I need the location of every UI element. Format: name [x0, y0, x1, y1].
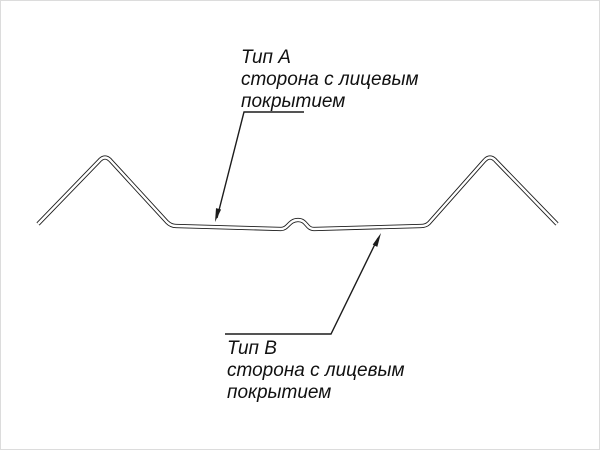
leader-line-b	[225, 237, 379, 335]
profile-outline-inner	[37, 156, 558, 231]
label-type-b-title: Тип В	[227, 338, 277, 359]
label-type-a-line1: сторона с лицевым	[241, 69, 419, 90]
arrowhead-a	[215, 208, 222, 222]
callout-type-a: Тип А сторона с лицевым покрытием	[215, 47, 419, 222]
callout-type-b: Тип В сторона с лицевым покрытием	[225, 233, 405, 403]
arrowhead-b	[372, 233, 381, 247]
label-type-b-line1: сторона с лицевым	[227, 360, 405, 381]
label-type-b-line2: покрытием	[227, 382, 331, 403]
label-type-a-line2: покрытием	[241, 91, 345, 112]
sheet-profile	[36, 155, 559, 232]
label-type-a-title: Тип А	[241, 47, 291, 68]
leader-line-a	[216, 111, 304, 219]
